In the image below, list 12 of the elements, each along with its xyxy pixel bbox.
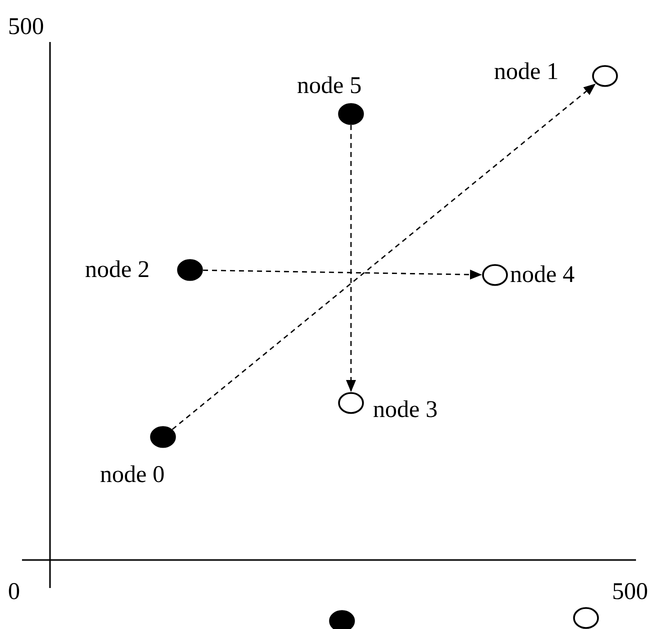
- node-label: node 5: [297, 73, 362, 99]
- node-label: node 1: [494, 59, 559, 85]
- node-label: node 2: [85, 257, 150, 283]
- axis-tick-label: 0: [8, 579, 20, 605]
- node-label: node 0: [100, 462, 165, 488]
- node-label: node 4: [510, 262, 575, 288]
- arrow: [203, 270, 482, 280]
- node-label: node 3: [373, 397, 438, 423]
- axis-tick-label: 500: [612, 579, 648, 605]
- axis-tick-label: 500: [8, 14, 44, 40]
- arrow: [346, 125, 356, 392]
- arrow: [172, 83, 596, 430]
